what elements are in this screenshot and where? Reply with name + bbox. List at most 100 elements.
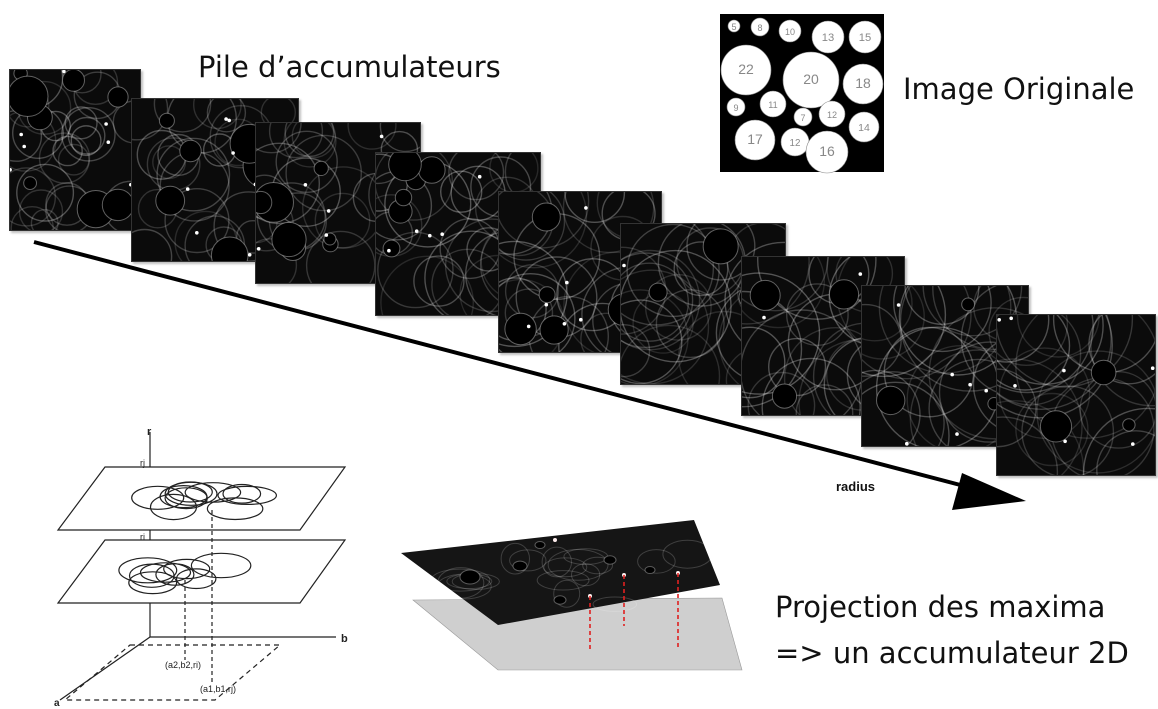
- point-2-label: (a2,b2,ri): [165, 660, 201, 670]
- accumulator-ring: [1090, 315, 1155, 407]
- plane-ring: [139, 562, 192, 583]
- accumulator-ring: [742, 257, 829, 312]
- accumulator-ring: [621, 324, 651, 378]
- accumulator-ring: [862, 371, 945, 446]
- plane-ring: [190, 552, 252, 579]
- accumulator-peak: [22, 144, 26, 149]
- tilted-hole: [534, 541, 546, 549]
- original-circle: [720, 44, 772, 96]
- accumulator-hole: [107, 86, 129, 108]
- accumulator-ring: [878, 286, 1012, 374]
- original-circle: [750, 17, 770, 37]
- accumulator-ring: [742, 257, 810, 325]
- plane-ring: [128, 571, 178, 595]
- accumulator-ring: [997, 315, 1104, 385]
- accumulator-ring: [621, 252, 694, 349]
- plane-ring: [159, 485, 208, 509]
- original-circle: [842, 63, 884, 105]
- tilted-ring: [571, 563, 601, 587]
- accumulator-peak: [387, 248, 391, 253]
- accumulator-peak: [326, 209, 331, 213]
- accumulator-peak: [227, 118, 231, 123]
- accumulator-hole: [313, 160, 329, 177]
- tilted-ring: [637, 549, 676, 574]
- accumulator-ring: [376, 153, 453, 221]
- tilted-hole: [459, 569, 481, 585]
- plane-ring: [163, 558, 211, 580]
- accumulator-ring: [997, 315, 1134, 388]
- projection-illustration: [401, 520, 743, 671]
- accumulator-ring: [997, 358, 1083, 475]
- accumulator-peak: [224, 117, 228, 121]
- accumulator-ring: [997, 315, 1050, 363]
- accumulator-hole: [1039, 410, 1073, 443]
- accumulator-ring: [291, 123, 336, 159]
- accumulator-ring: [621, 249, 732, 363]
- accumulator-hole: [1090, 359, 1117, 386]
- accumulator-ring: [18, 189, 64, 230]
- tilted-ring: [541, 546, 572, 578]
- accumulator-ring: [30, 209, 59, 230]
- accumulator-hole: [388, 153, 422, 182]
- accumulator-ring: [626, 224, 720, 318]
- accumulator-ring: [10, 167, 56, 227]
- point-1-label: (a1,b1,rj): [200, 684, 236, 694]
- plane-ring: [175, 568, 217, 590]
- accumulator-ring: [621, 269, 710, 384]
- accumulator-ring: [1036, 350, 1155, 474]
- accumulator-peak: [10, 168, 12, 172]
- original-circle: [818, 100, 846, 128]
- accumulator-peak: [562, 322, 567, 326]
- accumulator-ring: [655, 289, 725, 359]
- accumulator-ring: [275, 130, 338, 193]
- accumulator-ring: [922, 286, 1023, 337]
- a-axis-label: a: [54, 698, 60, 709]
- accumulator-ring: [439, 170, 483, 213]
- original-circle: [726, 97, 746, 117]
- accumulator-ring: [998, 347, 1091, 439]
- original-circle-label: 5: [731, 22, 736, 32]
- accumulator-ring: [61, 107, 116, 162]
- accumulator-ring: [862, 369, 921, 446]
- accumulator-ring: [305, 230, 376, 283]
- accumulator-ring: [256, 123, 302, 154]
- accumulator-ring: [862, 286, 947, 378]
- original-circle-label: 7: [800, 113, 805, 123]
- tilted-ring: [592, 596, 638, 612]
- accumulator-ring: [156, 137, 231, 212]
- hough-3d-schematic: [56, 432, 347, 701]
- accumulator-hole: [771, 383, 798, 409]
- tilted-ring: [500, 542, 530, 575]
- accumulator-hole: [538, 286, 556, 304]
- accumulator-ring: [767, 337, 827, 397]
- accumulator-peak: [858, 272, 863, 276]
- accumulator-peak: [1013, 384, 1017, 388]
- tilted-hole: [553, 595, 567, 605]
- accumulator-ring: [938, 341, 1028, 443]
- original-circle-label: 11: [768, 100, 777, 110]
- b-axis-label: b: [341, 633, 348, 645]
- accumulator-ring: [997, 315, 1071, 391]
- original-circle: [778, 19, 802, 43]
- accumulator-hole: [382, 239, 401, 258]
- accumulator-ring: [997, 416, 1059, 475]
- tilted-ring: [547, 549, 609, 581]
- accumulator-peak: [1063, 439, 1067, 444]
- tilted-accumulator: [401, 520, 720, 625]
- accumulator-ring: [909, 349, 1028, 446]
- accumulator-ring: [16, 163, 75, 222]
- tilted-ring: [662, 539, 713, 569]
- accumulator-peak: [62, 70, 66, 74]
- plane-ring: [167, 481, 213, 503]
- accumulator-ring: [562, 192, 655, 254]
- accumulator-ring: [904, 286, 980, 325]
- accumulator-hole: [504, 312, 537, 346]
- plane-ring: [217, 485, 278, 505]
- accumulator-ring: [347, 123, 397, 150]
- tilted-ring: [553, 579, 581, 608]
- accumulator-ring: [283, 123, 337, 168]
- accumulator-ring: [997, 315, 1069, 366]
- original-circle: [848, 20, 882, 54]
- accumulator-ring: [621, 289, 689, 384]
- original-circle: [848, 111, 880, 143]
